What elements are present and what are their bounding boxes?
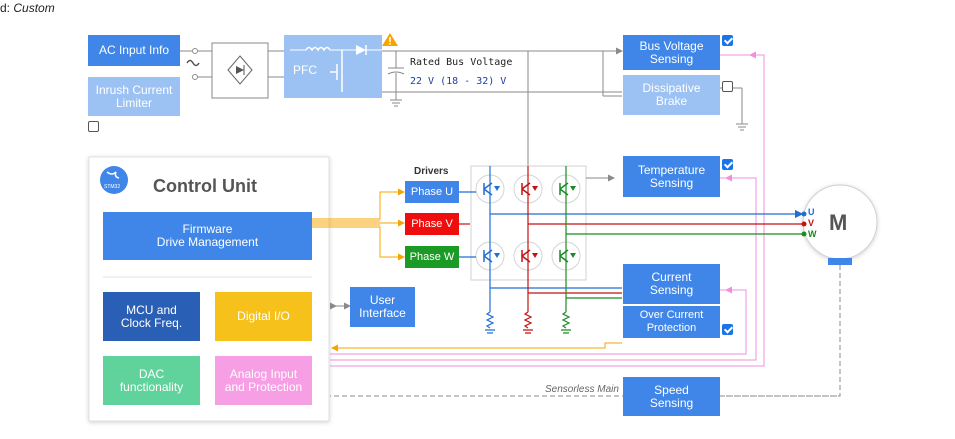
- inverter-bridge: [470, 165, 615, 281]
- firmware-drive-management[interactable]: Firmware Drive Management: [103, 212, 312, 260]
- mcu-clock-freq[interactable]: MCU and Clock Freq.: [103, 292, 200, 341]
- phase-v-wires: [459, 166, 802, 312]
- stm32-logo-text: STM32: [104, 184, 121, 190]
- motor-label: M: [829, 210, 848, 235]
- pwm-signal-lines: [312, 188, 405, 261]
- bus-voltage-sensing[interactable]: Bus Voltage Sensing: [623, 35, 720, 70]
- bus-voltage-checkbox[interactable]: [722, 35, 733, 46]
- stm32-logo-icon: [100, 166, 128, 194]
- dissipative-brake-checkbox[interactable]: [722, 81, 733, 92]
- inrush-checkbox[interactable]: [88, 121, 99, 132]
- phase-u-driver[interactable]: Phase U: [405, 181, 459, 203]
- mode-label: d: Custom: [0, 1, 55, 15]
- phase-v-driver[interactable]: Phase V: [405, 213, 459, 235]
- analog-input-protection[interactable]: Analog Input and Protection: [215, 356, 312, 405]
- motor: [801, 184, 878, 265]
- sensorless-label: Sensorless Main: [545, 384, 619, 395]
- bridge-rectifier-icon: [211, 42, 269, 99]
- feedback-lines: [330, 51, 765, 367]
- pfc-block: [284, 35, 382, 98]
- mode-value[interactable]: Custom: [13, 1, 55, 15]
- motor-w-label: W: [808, 229, 817, 239]
- motor-v-label: V: [808, 218, 815, 228]
- control-unit-title: Control Unit: [153, 176, 257, 196]
- rated-bus-voltage-value[interactable]: 22 V (18 - 32) V: [410, 76, 507, 87]
- phase-w-driver[interactable]: Phase W: [405, 246, 459, 268]
- ac-input-info[interactable]: AC Input Info: [88, 35, 180, 66]
- rated-bus-voltage-label: Rated Bus Voltage: [410, 57, 513, 68]
- warning-icon: [382, 33, 398, 46]
- temperature-sensing[interactable]: Temperature Sensing: [623, 156, 720, 197]
- pfc-label: PFC: [293, 63, 317, 77]
- over-current-protection[interactable]: Over Current Protection: [623, 306, 720, 338]
- mosfet-icon: [330, 50, 343, 92]
- drivers-label: Drivers: [414, 166, 449, 177]
- dac-functionality[interactable]: DAC functionality: [103, 356, 200, 405]
- current-sensing[interactable]: Current Sensing: [623, 264, 720, 304]
- inductor-icon: [305, 46, 331, 52]
- dissipative-brake[interactable]: Dissipative Brake: [623, 75, 720, 115]
- speed-sensing[interactable]: Speed Sensing: [623, 377, 720, 416]
- power-path: [180, 47, 743, 166]
- digital-io[interactable]: Digital I/O: [215, 292, 312, 341]
- ground-icon: [390, 88, 748, 131]
- user-interface[interactable]: User Interface: [350, 287, 415, 327]
- current-feedback-line: [331, 342, 622, 352]
- inrush-current-limiter[interactable]: Inrush Current Limiter: [88, 77, 180, 116]
- over-current-checkbox[interactable]: [722, 324, 733, 335]
- sensorless-line: [330, 265, 841, 397]
- tilde-icon: [186, 59, 200, 67]
- phase-u-wires: [459, 166, 804, 312]
- diode-icon: [356, 45, 366, 55]
- capacitor-icon: [387, 51, 405, 88]
- resistor-icon: [485, 311, 571, 334]
- motor-u-label: U: [808, 207, 815, 217]
- temperature-checkbox[interactable]: [722, 159, 733, 170]
- mode-prefix: d:: [0, 1, 11, 15]
- phase-w-wires: [565, 166, 802, 312]
